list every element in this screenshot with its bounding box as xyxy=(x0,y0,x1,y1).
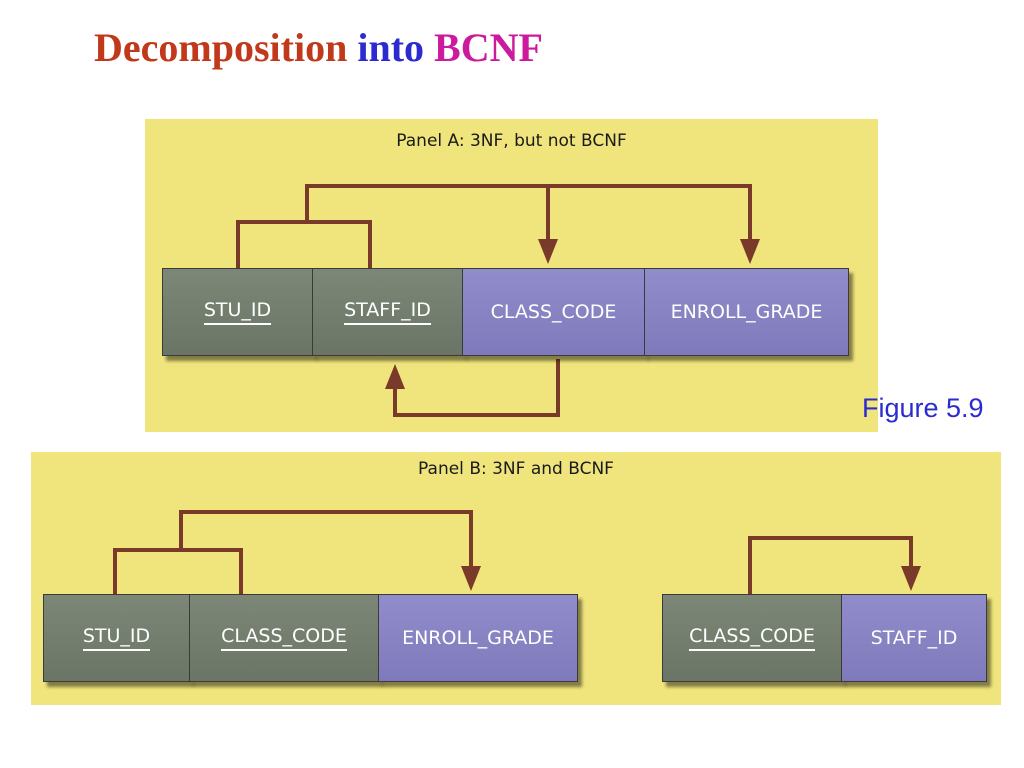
arrowhead xyxy=(740,239,760,264)
attr-class-code: CLASS_CODE xyxy=(662,594,842,682)
attr-stu-id: STU_ID xyxy=(162,268,313,356)
dependency-line xyxy=(748,536,913,594)
slide-title: Decomposition into BCNF xyxy=(94,24,543,72)
attr-class-code: CLASS_CODE xyxy=(462,268,645,356)
panel-b-heading: Panel B: 3NF and BCNF xyxy=(418,459,614,479)
attr-staff-id: STAFF_ID xyxy=(841,594,987,682)
attr-label: STU_ID xyxy=(203,299,272,325)
title-word-into: into xyxy=(357,25,425,70)
attr-label: CLASS_CODE xyxy=(490,301,617,323)
arrowhead xyxy=(385,364,405,389)
arrowhead xyxy=(461,566,481,591)
attr-label: STU_ID xyxy=(82,625,151,651)
attr-label: STAFF_ID xyxy=(344,299,431,325)
attr-class-code: CLASS_CODE xyxy=(189,594,379,682)
dependency-line xyxy=(305,184,752,241)
arrowhead xyxy=(901,566,921,591)
title-word-bcnf: BCNF xyxy=(434,25,543,70)
attr-label: STAFF_ID xyxy=(870,627,958,649)
dependency-line xyxy=(393,359,560,417)
panel-a: Panel A: 3NF, but not BCNF STU_ID STAFF_… xyxy=(145,119,878,432)
title-word-decomposition: Decomposition xyxy=(94,25,348,70)
attr-label: CLASS_CODE xyxy=(221,625,347,651)
attr-label: ENROLL_GRADE xyxy=(670,301,823,323)
attr-label: ENROLL_GRADE xyxy=(402,627,554,649)
dependency-line xyxy=(236,220,372,268)
panel-b-dependency-arrows xyxy=(113,510,921,594)
figure-label: Figure 5.9 xyxy=(862,393,984,423)
attr-enroll-grade: ENROLL_GRADE xyxy=(644,268,849,356)
attr-enroll-grade: ENROLL_GRADE xyxy=(378,594,578,682)
panel-a-dependency-arrows xyxy=(236,184,760,417)
dependency-line xyxy=(113,548,243,594)
attr-stu-id: STU_ID xyxy=(43,594,190,682)
panel-b: Panel B: 3NF and BCNF STU_ID CLASS_CODE … xyxy=(31,452,1001,705)
arrowhead xyxy=(538,239,558,264)
attr-label: CLASS_CODE xyxy=(689,625,815,651)
dependency-line xyxy=(179,510,473,568)
attr-staff-id: STAFF_ID xyxy=(312,268,463,356)
panel-a-heading: Panel A: 3NF, but not BCNF xyxy=(396,131,627,151)
